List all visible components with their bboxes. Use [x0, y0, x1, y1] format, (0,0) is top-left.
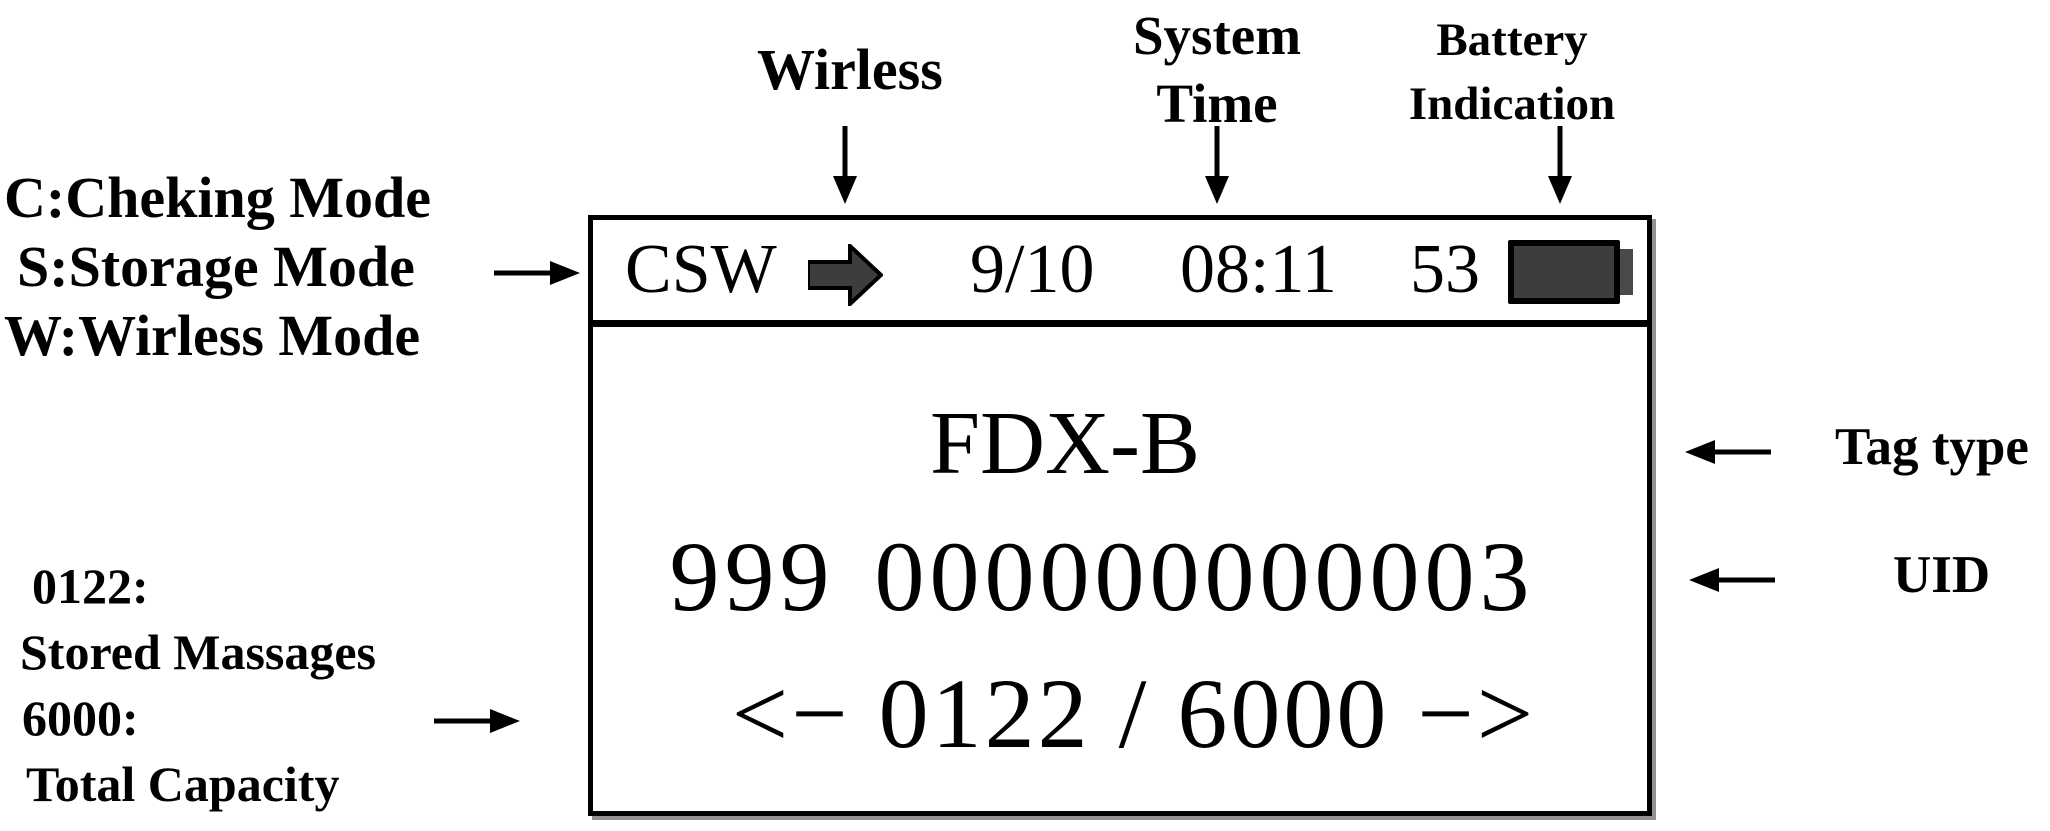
message-counter: <− 0122 / 6000 −>: [607, 664, 1661, 764]
storage-legend-total-capacity: Total Capacity: [26, 756, 340, 812]
device-lcd-screen: CSW 9/10 08:11 53 FDX-B 999 000000000003…: [588, 215, 1652, 816]
total-capacity-value: 6000: [1177, 658, 1390, 769]
mode-indicator: CSW: [625, 231, 777, 308]
system-time: 08:11: [1180, 231, 1337, 308]
mode-legend-storage: S:Storage Mode: [17, 234, 415, 299]
status-bar: CSW 9/10 08:11 53: [593, 220, 1647, 327]
battery-indication-line1: Battery: [1436, 14, 1588, 66]
tag-type-value: FDX-B: [929, 394, 1201, 493]
mode-pointer-right-arrow-icon: [494, 261, 580, 285]
next-record-arrow[interactable]: −>: [1417, 658, 1537, 769]
counter-separator: /: [1118, 658, 1150, 769]
battery-percent: 53: [1410, 231, 1480, 308]
battery-indication-annotation-label: Battery Indication: [1352, 8, 1672, 136]
battery-indication-line2: Indication: [1408, 78, 1616, 130]
mode-legend-wireless: W:Wirless Mode: [4, 303, 421, 368]
stored-messages-count: 0122: [878, 658, 1091, 769]
wireless-annotation-label: Wirless: [757, 37, 943, 102]
uid-pointer-left-arrow-icon: [1689, 568, 1775, 592]
mode-legend-checking: C:Cheking Mode: [4, 165, 431, 230]
battery-pointer-down-arrow-icon: [1548, 126, 1572, 204]
battery-icon: [1508, 240, 1634, 304]
tag-type-pointer-left-arrow-icon: [1685, 440, 1771, 464]
storage-legend-annotation: 0122: Stored Massages 6000: Total Capaci…: [20, 553, 376, 817]
storage-pointer-right-arrow-icon: [434, 709, 520, 733]
system-time-annotation-label: System Time: [1085, 2, 1349, 138]
screen-main-area: FDX-B 999 000000000003 <− 0122 / 6000 −>: [593, 327, 1647, 811]
storage-legend-capacity-value: 6000:: [22, 690, 139, 746]
wireless-icon: [808, 244, 883, 306]
system-time-line1: System: [1132, 5, 1302, 66]
system-date: 9/10: [970, 231, 1095, 308]
battery-body: [1508, 240, 1620, 304]
system-time-line2: Time: [1156, 73, 1278, 134]
mode-legend-annotation: C:Cheking Mode S:Storage Mode W:Wirless …: [4, 163, 431, 370]
uid-country-code: 999: [669, 521, 835, 632]
prev-record-arrow[interactable]: <−: [731, 658, 851, 769]
tag-type-annotation-label: Tag type: [1835, 418, 2029, 476]
uid-annotation-label: UID: [1893, 546, 1991, 604]
storage-legend-stored-messages: Stored Massages: [20, 624, 377, 680]
system-time-pointer-down-arrow-icon: [1205, 126, 1229, 204]
uid-serial-number: 000000000003: [874, 521, 1535, 632]
storage-legend-count: 0122:: [32, 558, 149, 614]
battery-terminal: [1620, 249, 1633, 295]
wireless-pointer-down-arrow-icon: [833, 126, 857, 204]
uid-value: 999 000000000003: [575, 527, 1629, 627]
